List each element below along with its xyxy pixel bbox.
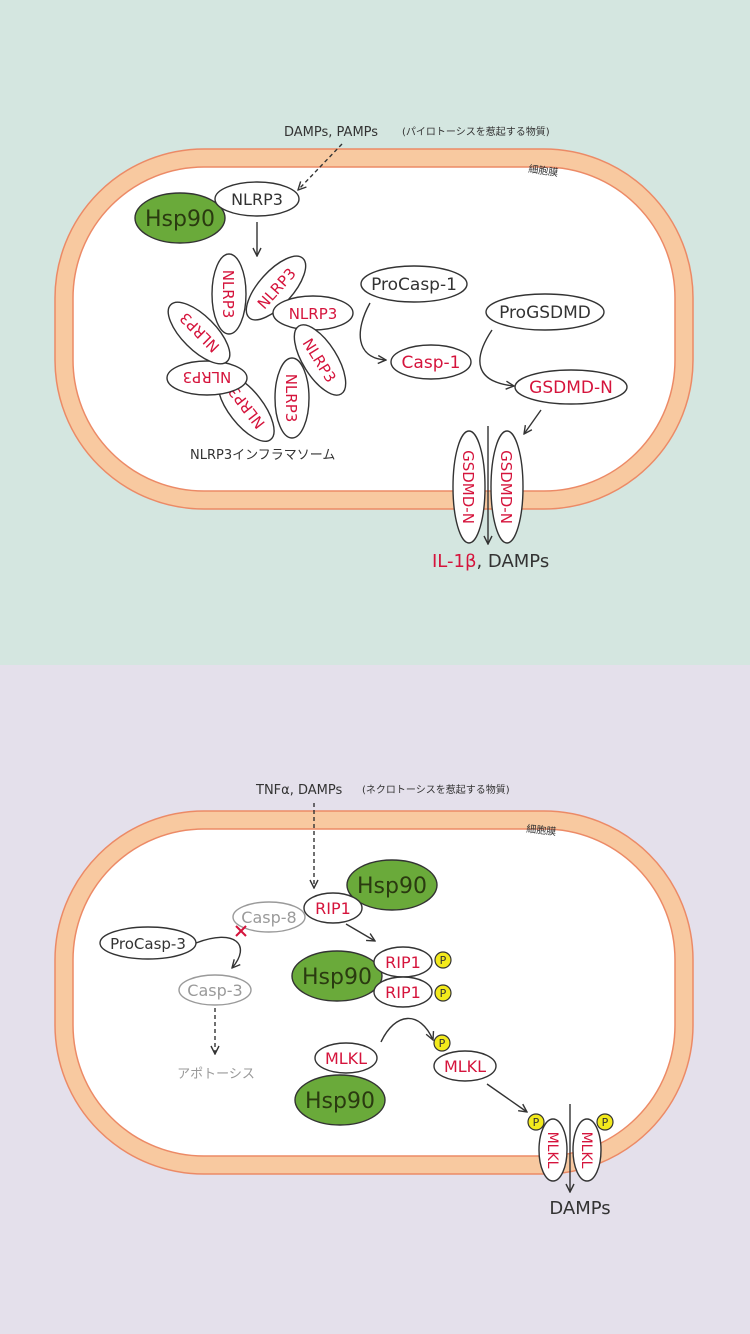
hsp90-ellipse <box>291 950 383 1002</box>
procasp3-label: ProCasp-3 <box>110 935 186 953</box>
casp3-label: Casp-3 <box>187 981 242 1000</box>
rip1-ellipse <box>303 892 363 924</box>
mlkl-pore-subunit: MLKL <box>572 1118 602 1182</box>
pyroptosis-membrane-label: 細胞膜 <box>528 162 560 179</box>
inflammasome-subunit: NLRP3 <box>274 357 310 439</box>
necroptosis-membrane-outer-edge <box>54 810 694 1175</box>
progsdmd-label: ProGSDMD <box>499 303 591 323</box>
hsp90-label: Hsp90 <box>305 1089 375 1114</box>
hsp90-label: Hsp90 <box>357 874 427 899</box>
casp8-label: Casp-8 <box>241 908 296 927</box>
phospho-label: P <box>440 987 447 1000</box>
gsdmdn-pore-subunit-label: GSDMD-N <box>459 450 477 524</box>
gsdmdn-pore-subunit-label: GSDMD-N <box>497 450 515 524</box>
mlkl-label: MLKL <box>444 1057 486 1076</box>
necroptosis-stimulus-note: (ネクロトーシスを惹起する物質) <box>362 783 510 796</box>
nlrp3-inflammasome: NLRP3 NLRP3 NLRP3 NLRP3 NLRP3 NLRP3 NLRP… <box>166 253 354 442</box>
mlkl-pore-subunit: MLKL <box>538 1118 568 1182</box>
phospho-label: P <box>440 954 447 967</box>
inflammasome-subunit-label: NLRP3 <box>282 374 300 423</box>
procasp3-to-casp3-arrow <box>195 936 242 968</box>
gsdmdn-pore-subunit: GSDMD-N <box>490 430 524 544</box>
nlrp3-ellipse <box>214 181 300 217</box>
hsp90-prip1-complex: Hsp90 RIP1 RIP1 P P <box>291 946 452 1008</box>
pyroptosis-membrane-inner-edge <box>72 166 676 492</box>
rip1-label: RIP1 <box>385 983 421 1002</box>
procasp3-node: ProCasp-3 <box>99 926 197 960</box>
pyroptosis-stimulus-note: (パイロトーシスを惹起する物質) <box>402 125 550 138</box>
procasp1-label: ProCasp-1 <box>371 275 457 295</box>
phospho-badge: P <box>596 1113 614 1131</box>
mlkl-to-pore-arrow <box>486 1083 527 1112</box>
nlrp3-label: NLRP3 <box>231 190 283 209</box>
phospho-badge: P <box>433 1034 451 1052</box>
inflammasome-subunit-label: NLRP3 <box>183 368 232 386</box>
hsp90-ellipse <box>346 859 438 911</box>
gsdmdn-pore: GSDMD-N GSDMD-N <box>452 430 524 544</box>
mlkl-ellipse <box>314 1042 378 1074</box>
necroptosis-membrane-label: 細胞膜 <box>526 822 557 838</box>
casp1-node: Casp-1 <box>390 344 472 380</box>
necroptosis-damps-label: DAMPs <box>549 1198 610 1219</box>
gsdmdn-node: GSDMD-N <box>514 369 628 405</box>
il1b-label: IL-1β <box>432 551 476 572</box>
casp1-label: Casp-1 <box>402 353 461 373</box>
gsdmdn-label: GSDMD-N <box>529 378 613 398</box>
apoptosis-label: アポトーシス <box>177 1067 255 1082</box>
inflammasome-subunit: NLRP3 <box>245 255 307 321</box>
rip1-label: RIP1 <box>315 899 351 918</box>
phospho-label: P <box>439 1037 446 1050</box>
hsp90-mlkl-complex: MLKL Hsp90 <box>294 1042 386 1126</box>
inflammasome-subunit: NLRP3 <box>211 253 247 335</box>
nlrp3-node: NLRP3 <box>214 181 300 217</box>
casp8-node: Casp-8 <box>232 901 306 933</box>
pyroptosis-damps-label: , DAMPs <box>476 551 549 572</box>
pyroptosis-stimulus-label: DAMPs, PAMPs (パイロトーシスを惹起する物質) <box>284 125 550 140</box>
progsdmd-to-gsdmdn-arrow <box>479 329 514 386</box>
inflammasome-subunit-label: NLRP3 <box>219 270 237 319</box>
casp3-node: Casp-3 <box>178 974 252 1006</box>
inflammasome-subunit: NLRP3 <box>272 295 354 331</box>
pyroptosis-stimulus-arrow <box>298 143 343 190</box>
mlkl-label: MLKL <box>325 1049 367 1068</box>
mlkl-pore: MLKL MLKL P P <box>527 1113 614 1182</box>
rip1-label: RIP1 <box>385 953 421 972</box>
mlkl-ellipse <box>433 1050 497 1082</box>
hsp90-rip1-complex: Hsp90 RIP1 <box>303 859 438 924</box>
procasp1-to-casp1-arrow <box>359 302 386 360</box>
hsp90-ellipse <box>294 1074 386 1126</box>
mlkl-pore-subunit-label: MLKL <box>544 1132 560 1169</box>
mlkl-pore-subunit-label: MLKL <box>578 1132 594 1169</box>
pmlkl-node: MLKL P <box>433 1034 497 1082</box>
gsdmdn-to-pore-arrow <box>524 409 542 434</box>
phospho-label: P <box>533 1116 540 1129</box>
inflammasome-subunit: NLRP3 <box>166 360 248 396</box>
rip1-ellipse <box>373 976 433 1008</box>
inflammasome-label: NLRP3インフラマソーム <box>190 448 335 463</box>
hsp90-node: Hsp90 <box>134 192 226 244</box>
necroptosis-stimulus: TNFα, DAMPs <box>255 783 342 798</box>
pyroptosis-release-label: IL-1β, DAMPs <box>432 551 549 572</box>
phospho-badge: P <box>434 951 452 969</box>
gsdmdn-pore-subunit: GSDMD-N <box>452 430 486 544</box>
procasp1-node: ProCasp-1 <box>360 265 468 303</box>
pyroptosis-membrane-outer-edge <box>54 148 694 510</box>
phospho-label: P <box>602 1116 609 1129</box>
inhibition-x-mark <box>235 925 247 937</box>
hsp90-label: Hsp90 <box>145 207 215 232</box>
phospho-badge: P <box>434 984 452 1002</box>
hsp90-label: Hsp90 <box>302 965 372 990</box>
pyroptosis-stimulus: DAMPs, PAMPs <box>284 125 378 140</box>
rip1-to-phospho-arrow <box>345 923 375 941</box>
pyroptosis-cell-membrane <box>55 149 693 509</box>
hsp90-ellipse <box>134 192 226 244</box>
inflammasome-subunit-label: NLRP3 <box>289 305 338 323</box>
necroptosis-membrane-inner-edge <box>72 828 676 1157</box>
progsdmd-node: ProGSDMD <box>485 293 605 331</box>
phospho-badge: P <box>527 1113 545 1131</box>
mlkl-phosphorylation-arrow <box>380 1017 433 1043</box>
necroptosis-stimulus-label: TNFα, DAMPs (ネクロトーシスを惹起する物質) <box>255 783 510 798</box>
